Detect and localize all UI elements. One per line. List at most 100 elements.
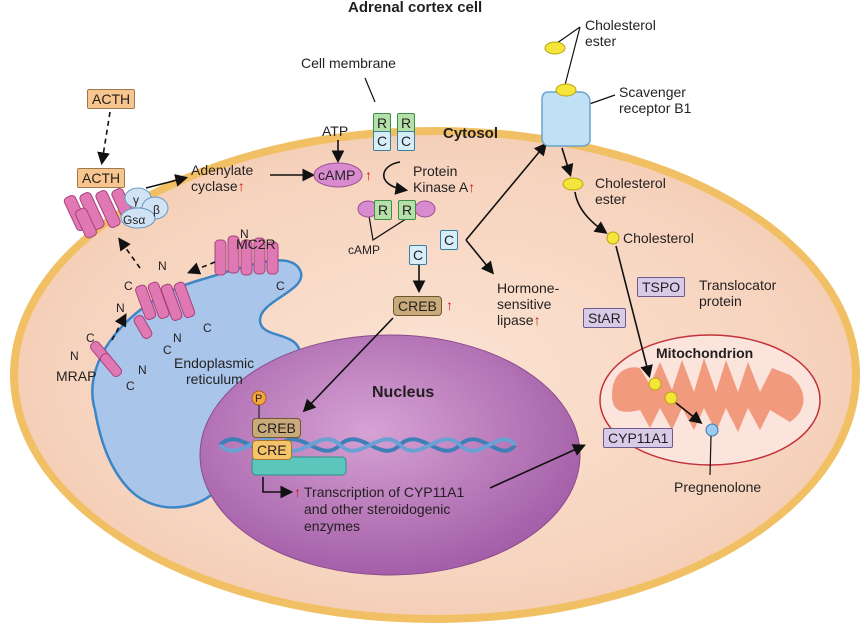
cholesterol-to-mito-arrow: [615, 245, 653, 379]
cholesterol-ester-label-1: Cholesterol: [585, 17, 656, 33]
mc2r-receptor: [214, 235, 279, 276]
star-box: StAR: [583, 308, 626, 328]
srb1-to-ester-arrow: [561, 147, 574, 178]
pka-catalytic-subunit-1: C: [373, 131, 392, 151]
pka-regulatory-subunit-1: R: [373, 113, 392, 133]
mitochondrion-label: Mitochondrion: [656, 345, 754, 361]
cholesterol-ester-inside-label-2: ester: [595, 191, 627, 207]
cholesterol-to-pregnenolone-arrow: [675, 402, 703, 424]
transcription-label-2: and other steroidogenic: [304, 501, 451, 517]
adenylate-cyclase-label-1: Adenylate: [191, 162, 254, 178]
c-terminus-label: C: [126, 379, 135, 393]
transcription-label-3: enzymes: [304, 518, 361, 534]
scavenger-receptor-b1: [541, 91, 591, 147]
mc2r-mrap-complex: [133, 281, 196, 339]
cholesterol-ester-outside: [544, 41, 566, 55]
cyp11a1-box: CYP11A1: [603, 428, 674, 448]
cholesterol-ester-bound: [555, 83, 577, 97]
cre-box: CRE: [252, 440, 292, 460]
phosphate-label: P: [255, 393, 263, 405]
promoter-region: [251, 456, 347, 476]
pka-regulatory-subunit-2: R: [397, 113, 416, 133]
cholesterol-molecule: [606, 231, 620, 245]
scavenger-receptor-label-1: Scavenger: [619, 84, 686, 100]
pka-r-camp-1: R: [374, 200, 393, 220]
n-terminus-label: N: [240, 227, 249, 241]
pka-catalytic-subunit-2: C: [397, 131, 416, 151]
acth-binding-arrow: [97, 111, 111, 166]
mc2r-receptor-membrane: [63, 188, 137, 239]
creb-to-nucleus-arrow: [302, 317, 394, 413]
gamma-subunit-label: γ: [133, 193, 139, 207]
hsl-label-2: sensitive: [497, 296, 552, 312]
pregnenolone-molecule: [705, 423, 719, 437]
tspo-box: TSPO: [637, 277, 686, 297]
mc2r-traffic-arrow: [187, 261, 216, 275]
hsl-label-1: Hormone-: [497, 280, 560, 296]
up-arrow-icon: ↑: [294, 484, 301, 500]
up-arrow-icon: ↑: [237, 178, 245, 194]
c-terminus-label: C: [203, 321, 212, 335]
atp-label: ATP: [322, 123, 349, 139]
pka-text: Kinase A: [413, 179, 469, 195]
cholesterol-ester-inside: [562, 177, 584, 191]
c-terminus-label: C: [163, 343, 172, 357]
acth-bound-box: ACTH: [77, 168, 126, 188]
n-terminus-label: N: [158, 259, 167, 273]
nucleus-label: Nucleus: [372, 384, 435, 401]
free-catalytic-subunit-2: C: [409, 245, 428, 265]
up-arrow-icon: ↑: [365, 167, 372, 183]
n-terminus-label: N: [173, 331, 182, 345]
mrap-dimer: [89, 340, 123, 378]
ester-to-cholesterol-arrow: [574, 191, 608, 234]
gprotein-to-ac-arrow: [145, 174, 189, 189]
camp-pointer-lines: [367, 209, 421, 241]
complex-to-membrane-arrow: [118, 237, 141, 269]
camp-ellipse: [313, 162, 363, 188]
c-terminus-label: C: [276, 279, 285, 293]
c-terminus-label: C: [86, 331, 95, 345]
hsl-text: lipase: [497, 312, 534, 328]
cholesterol-mito-1: [648, 377, 662, 391]
hsl-label-3: lipase↑: [497, 312, 541, 328]
c-to-srb1-arrow: [465, 142, 548, 241]
mc2r-label: MC2R: [236, 236, 276, 252]
free-catalytic-subunit-1: C: [440, 230, 459, 250]
mitochondrion-cristae: [612, 358, 804, 432]
camp-bound-right: [414, 200, 436, 218]
up-arrow-icon: ↑: [468, 179, 476, 195]
cholesterol-ester-label-2: ester: [585, 33, 617, 49]
acth-hormone-box: ACTH: [87, 89, 136, 109]
c-terminus-label: C: [124, 279, 133, 293]
beta-subunit-label: β: [153, 203, 160, 217]
pka-label-1: Protein: [413, 163, 458, 179]
n-terminus-label: N: [70, 349, 79, 363]
creb-cytosol-box: CREB: [393, 296, 442, 316]
diagram-title: Adrenal cortex cell: [348, 0, 483, 16]
scavenger-receptor-label-2: receptor B1: [619, 100, 692, 116]
pka-label-2: Kinase A↑: [413, 179, 475, 195]
cytosol-label: Cytosol: [443, 125, 499, 142]
mrap-to-complex-arrow: [111, 313, 127, 341]
transcription-label-1: Transcription of CYP11A1: [304, 484, 465, 500]
transcription-start-arrow: [262, 477, 294, 499]
up-arrow-icon: ↑: [533, 312, 541, 328]
membrane-pointer: [364, 77, 376, 103]
er-label-2: reticulum: [186, 371, 243, 387]
translocator-label-1: Translocator: [699, 277, 777, 293]
mrap-label: MRAP: [56, 368, 97, 384]
c-to-hsl-arrow: [465, 239, 495, 275]
pregnenolone-label: Pregnenolone: [674, 479, 762, 495]
cell-membrane-label: Cell membrane: [301, 55, 396, 71]
n-terminus-label: N: [138, 363, 147, 377]
up-arrow-icon: ↑: [446, 297, 453, 313]
pka-r-camp-2: R: [398, 200, 417, 220]
adenylate-cyclase-text: cyclase: [191, 178, 238, 194]
pka-activation-arrow: [383, 161, 409, 195]
pregnenolone-pointer: [709, 435, 712, 476]
translocator-label-2: protein: [699, 293, 742, 309]
n-terminus-label: N: [116, 301, 125, 315]
gs-alpha-label: Gsα: [123, 213, 146, 227]
camp-label: cAMP: [318, 167, 356, 183]
